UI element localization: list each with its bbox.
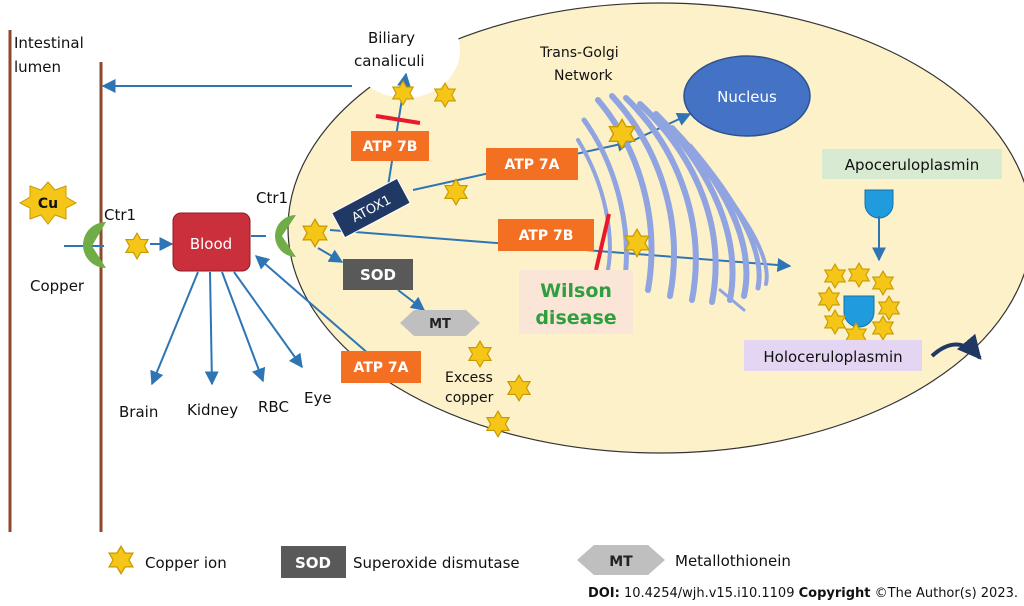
sod-to-mt-arrow xyxy=(397,289,426,311)
excess-copper-label: Excess xyxy=(445,370,493,386)
doi-value: 10.4254/wjh.v15.i10.1109 xyxy=(620,586,799,601)
svg-text:Blood: Blood xyxy=(190,235,232,253)
legend-mt-label: Metallothionein xyxy=(675,552,791,570)
blood-to-eye-arrow xyxy=(233,271,303,369)
ctr1-right-transporter xyxy=(275,215,296,257)
biliary-canaliculi-label-2: canaliculi xyxy=(354,52,425,70)
svg-text:Apoceruloplasmin: Apoceruloplasmin xyxy=(845,156,979,174)
svg-text:SOD: SOD xyxy=(360,266,396,284)
sod-box: SOD xyxy=(343,259,413,290)
trans-golgi-label: Trans-Golgi xyxy=(539,45,619,61)
svg-text:Wilson: Wilson xyxy=(540,280,612,302)
holoceruloplasmin-shape xyxy=(843,295,875,328)
atp7a-mid-box: ATP 7A xyxy=(486,148,578,180)
blood-to-rbc-arrow xyxy=(221,271,266,383)
blood-box: Blood xyxy=(172,212,251,272)
ctr1-left-transporter xyxy=(83,222,106,268)
intestinal-lumen-label-2: lumen xyxy=(14,58,61,76)
intestinal-lumen-label: Intestinal xyxy=(14,34,84,52)
legend-sod-label: Superoxide dismutase xyxy=(353,554,520,572)
apoceruloplasmin-shape xyxy=(864,189,894,219)
svg-text:ATP 7B: ATP 7B xyxy=(363,139,418,155)
biliary-canaliculi-shape xyxy=(350,2,460,98)
atp7a-low-box: ATP 7A xyxy=(341,351,421,383)
biliary-canaliculi-label: Biliary xyxy=(368,29,415,47)
svg-text:ATP 7A: ATP 7A xyxy=(504,157,559,173)
ctr1-right-label: Ctr1 xyxy=(256,189,288,207)
legend-sod-box xyxy=(281,546,346,578)
apoceruloplasmin-box: Apoceruloplasmin xyxy=(822,149,1002,179)
excess-copper-label-2: copper xyxy=(445,390,494,406)
legend-mt-shape xyxy=(577,545,665,575)
mt-shape: MT xyxy=(400,310,480,336)
atp7b-mid-inhibition xyxy=(594,213,611,271)
legend-copper-ion-label: Copper ion xyxy=(145,554,227,572)
dietary-copper: Cu xyxy=(18,181,78,225)
legend-mt-abbr: MT xyxy=(609,554,633,570)
holoceruloplasmin-box: Holoceruloplasmin xyxy=(744,340,922,371)
atp7b-mid-box: ATP 7B xyxy=(498,219,594,251)
blood-to-kidney-arrow xyxy=(204,271,219,386)
atp7b-top-box: ATP 7B xyxy=(351,131,429,161)
legend: Copper ion SOD Superoxide dismutase MT M… xyxy=(108,545,791,578)
doi-footer: DOI: 10.4254/wjh.v15.i10.1109 Copyright … xyxy=(588,586,1018,601)
golgi-apparatus xyxy=(576,93,769,312)
secretion-arrow xyxy=(930,333,982,360)
legend-copper-ion-icon xyxy=(108,545,134,575)
doi-label: DOI: xyxy=(588,586,620,601)
legend-sod-abbr: SOD xyxy=(295,554,331,572)
svg-text:Holoceruloplasmin: Holoceruloplasmin xyxy=(763,348,902,366)
copyright-value: ©The Author(s) 2023. xyxy=(871,586,1018,601)
copper-label: Copper xyxy=(30,277,85,295)
svg-text:ATP 7A: ATP 7A xyxy=(353,360,408,376)
svg-text:disease: disease xyxy=(535,307,616,329)
trans-golgi-label-2: Network xyxy=(554,68,613,84)
copyright-label: Copyright xyxy=(799,586,871,601)
svg-text:MT: MT xyxy=(429,317,451,332)
atp7a-to-blood-arrow xyxy=(254,255,371,356)
wilson-disease-box: Wilson disease xyxy=(519,270,633,334)
kidney-label: Kidney xyxy=(187,401,238,419)
ctr1-to-sod-arrow xyxy=(317,247,344,263)
cu-label: Cu xyxy=(38,196,58,212)
ctr1-left-label: Ctr1 xyxy=(104,206,136,224)
eye-label: Eye xyxy=(304,389,332,407)
rbc-label: RBC xyxy=(258,398,289,416)
blood-to-brain-arrow xyxy=(150,271,199,386)
atp7b-top-inhibition xyxy=(375,114,421,125)
nucleus: Nucleus xyxy=(683,55,811,137)
svg-text:Nucleus: Nucleus xyxy=(717,88,777,106)
brain-label: Brain xyxy=(119,403,158,421)
copper-ion-star xyxy=(125,232,149,260)
svg-text:ATP 7B: ATP 7B xyxy=(519,228,574,244)
